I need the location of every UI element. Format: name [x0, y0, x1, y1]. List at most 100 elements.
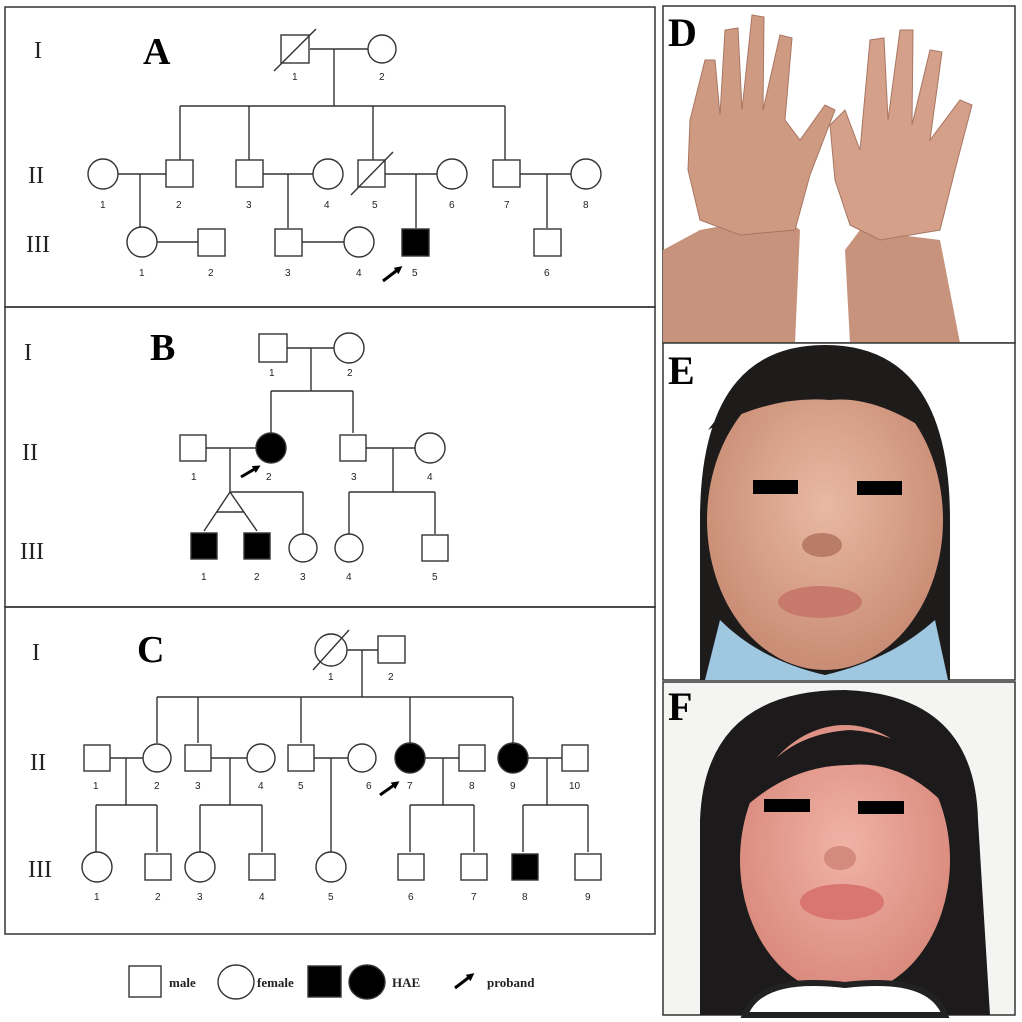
male-symbol — [340, 435, 366, 461]
individual-id: 6 — [449, 200, 455, 211]
individual-id: 2 — [379, 72, 385, 83]
legend-affected-male-symbol — [308, 966, 341, 997]
individual-id: 2 — [176, 200, 182, 211]
generation-label: I — [32, 640, 40, 666]
nose — [802, 533, 842, 557]
generation-label: II — [30, 750, 46, 776]
male-symbol — [84, 745, 110, 771]
male-symbol-deceased — [281, 35, 309, 63]
male-symbol — [180, 435, 206, 461]
legend-female-symbol — [218, 965, 254, 999]
panel-a-frame — [5, 7, 655, 307]
male-symbol — [275, 229, 302, 256]
female-symbol — [316, 852, 346, 882]
individual-id: 8 — [583, 200, 589, 211]
individual-id: 5 — [432, 572, 438, 583]
affected-female-symbol — [256, 433, 286, 463]
legend-hae-label: HAE — [392, 975, 420, 990]
affected-male-symbol — [402, 229, 429, 256]
male-symbol — [378, 636, 405, 663]
legend-proband-label: proband — [487, 975, 535, 990]
individual-id: 10 — [569, 781, 581, 792]
male-symbol — [185, 745, 211, 771]
individual-id: 4 — [356, 268, 362, 279]
individual-id: 8 — [469, 781, 475, 792]
individual-id: 1 — [93, 781, 99, 792]
generation-label: I — [34, 38, 42, 64]
individual-id: 2 — [388, 672, 394, 683]
female-symbol — [348, 744, 376, 772]
female-symbol — [143, 744, 171, 772]
female-symbol — [247, 744, 275, 772]
individual-id: 1 — [201, 572, 207, 583]
individual-id: 3 — [197, 892, 203, 903]
legend-male-symbol — [129, 966, 161, 997]
individual-id: 1 — [139, 268, 145, 279]
individual-id: 6 — [408, 892, 414, 903]
eye-censor-bar — [753, 480, 798, 494]
eye-censor-bar — [858, 801, 904, 814]
individual-id: 6 — [366, 781, 372, 792]
eye-censor-bar — [857, 481, 902, 495]
male-symbol — [259, 334, 287, 362]
individual-id: 1 — [269, 368, 275, 379]
relationship-lines — [204, 348, 435, 537]
individual-id: 5 — [412, 268, 418, 279]
panel-b-frame — [5, 307, 655, 607]
individual-id: 2 — [347, 368, 353, 379]
female-symbol — [415, 433, 445, 463]
individual-id: 5 — [298, 781, 304, 792]
individual-id: 3 — [300, 572, 306, 583]
nose — [824, 846, 856, 870]
relationship-lines — [118, 49, 572, 242]
legend-male-label: male — [169, 975, 196, 990]
male-symbol — [249, 854, 275, 880]
female-symbol — [127, 227, 157, 257]
individual-id: 9 — [585, 892, 591, 903]
individual-id: 4 — [259, 892, 265, 903]
affected-male-symbol — [512, 854, 538, 880]
photo-f-letter: F — [668, 684, 692, 729]
individual-id: 1 — [94, 892, 100, 903]
photo-e-face: E — [663, 343, 1015, 680]
female-symbol — [368, 35, 396, 63]
male-symbol — [166, 160, 193, 187]
photo-e-letter: E — [668, 348, 695, 393]
legend-female-label: female — [257, 975, 294, 990]
male-symbol — [534, 229, 561, 256]
individual-id: 4 — [324, 200, 330, 211]
proband-arrow — [380, 783, 397, 795]
female-symbol — [335, 534, 363, 562]
swollen-lips — [778, 586, 862, 618]
panel-a-letter: A — [143, 31, 171, 73]
photo-d-hands: D — [663, 6, 1015, 343]
affected-male-symbol — [191, 533, 217, 559]
male-symbol — [461, 854, 487, 880]
female-symbol — [344, 227, 374, 257]
individual-id: 4 — [346, 572, 352, 583]
male-symbol — [145, 854, 171, 880]
female-symbol — [437, 159, 467, 189]
swollen-lips — [800, 884, 884, 920]
affected-male-symbol — [244, 533, 270, 559]
female-symbol — [334, 333, 364, 363]
individual-id: 1 — [100, 200, 106, 211]
individual-id: 1 — [328, 672, 334, 683]
male-symbol — [575, 854, 601, 880]
pedigree-panel-b: I II III B 1 2 1 2 3 4 1 2 3 4 5 — [5, 307, 655, 607]
affected-female-symbol — [498, 743, 528, 773]
proband-arrow — [241, 467, 258, 477]
female-symbol — [88, 159, 118, 189]
individual-id: 2 — [154, 781, 160, 792]
generation-label: III — [20, 539, 44, 565]
female-symbol — [313, 159, 343, 189]
female-symbol — [82, 852, 112, 882]
individual-id: 3 — [246, 200, 252, 211]
individual-id: 1 — [292, 72, 298, 83]
male-symbol — [236, 160, 263, 187]
individual-id: 2 — [266, 472, 272, 483]
panel-b-letter: B — [150, 327, 175, 369]
panel-c-letter: C — [137, 629, 164, 671]
individual-id: 7 — [407, 781, 413, 792]
male-symbol — [288, 745, 314, 771]
